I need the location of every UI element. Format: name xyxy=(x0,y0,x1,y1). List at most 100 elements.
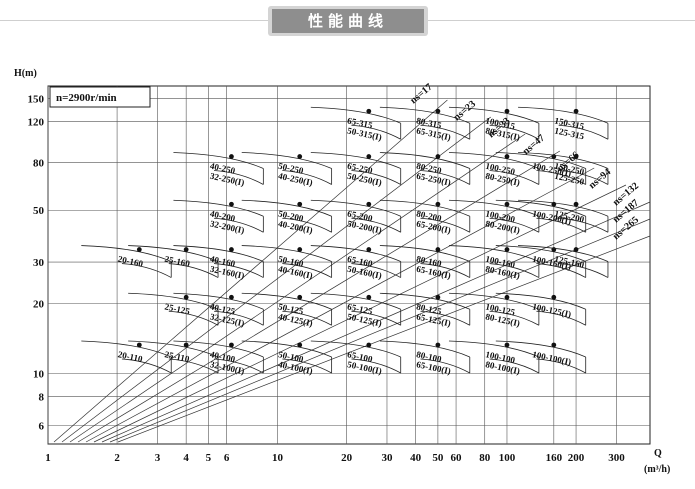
pump-curve xyxy=(310,245,401,278)
bep-dot xyxy=(297,294,303,300)
y-tick-label: 120 xyxy=(28,116,45,128)
x-axis-unit: (m³/h) xyxy=(644,464,670,475)
ns-line xyxy=(77,150,561,443)
pump-curve xyxy=(173,152,264,185)
ns-line xyxy=(109,218,651,443)
pump-curve xyxy=(241,199,332,233)
x-tick-label: 160 xyxy=(546,452,563,464)
bep-dot xyxy=(229,247,234,252)
ns-label: ns=94 xyxy=(587,167,613,192)
pump-curve xyxy=(173,199,264,233)
x-tick-label: 40 xyxy=(410,452,422,464)
pump-label: 65-200(I) xyxy=(415,218,451,235)
y-tick-label: 80 xyxy=(33,158,45,170)
pump-curve xyxy=(495,152,586,185)
bep-dot xyxy=(435,342,441,348)
x-tick-label: 10 xyxy=(272,452,284,464)
pump-label: 80-315(I) xyxy=(485,125,521,142)
speed-label: n=2900r/min xyxy=(56,92,117,104)
pump-curve xyxy=(173,292,264,326)
pump-curve xyxy=(173,245,264,278)
ns-line xyxy=(85,167,595,443)
x-tick-label: 200 xyxy=(568,452,585,464)
bep-dot xyxy=(183,247,189,252)
y-tick-label: 6 xyxy=(39,420,45,432)
ns-label: ns=17 xyxy=(408,82,434,107)
bep-dot xyxy=(136,342,142,348)
bep-dot xyxy=(366,247,372,252)
pump-label: 32-200(I) xyxy=(209,218,245,235)
ns-label: ns=23 xyxy=(452,99,478,124)
x-tick-label: 1 xyxy=(45,452,51,464)
bep-dot xyxy=(297,154,303,159)
bep-dot xyxy=(297,342,303,348)
grid xyxy=(47,85,651,445)
bep-dot xyxy=(504,342,510,348)
pump-curve xyxy=(241,340,332,374)
bep-dot xyxy=(573,247,579,252)
pump-label: 65-250(I) xyxy=(415,171,451,188)
y-tick-label: 150 xyxy=(28,94,45,106)
bep-dot xyxy=(504,108,510,114)
pump-curve xyxy=(518,152,609,185)
pump-label: 32-160(I) xyxy=(209,264,245,281)
bep-dot xyxy=(297,201,303,207)
pump-label: 40-250(I) xyxy=(277,171,313,188)
ns-line xyxy=(69,133,526,443)
x-tick-label: 5 xyxy=(206,452,212,464)
bep-dot xyxy=(504,201,510,207)
pump-curve xyxy=(495,245,586,278)
pump-curve xyxy=(379,106,470,140)
x-tick-label: 4 xyxy=(183,452,189,464)
pump-label: 50-250(I) xyxy=(346,171,382,188)
pump-label: 80-125(I) xyxy=(485,311,521,328)
bep-dot xyxy=(435,294,441,300)
x-tick-label: 6 xyxy=(224,452,230,464)
pump-label: 40-160(I) xyxy=(277,264,313,281)
x-tick-label: 80 xyxy=(479,452,491,464)
bep-dot xyxy=(366,294,372,300)
pump-curve xyxy=(448,340,540,374)
pump-curve xyxy=(241,152,332,185)
bep-dot xyxy=(297,247,303,252)
banner-rule-left xyxy=(0,20,268,21)
pump-curve xyxy=(495,340,586,374)
pump-label: 50-200(I) xyxy=(346,218,382,235)
pump-label: 25-125 xyxy=(164,301,192,316)
bep-dot xyxy=(229,294,234,300)
pump-curve xyxy=(310,106,401,140)
bep-dot xyxy=(229,342,234,348)
pump-label: 50-125(I) xyxy=(346,311,382,328)
bep-dot xyxy=(573,108,579,114)
y-tick-label: 50 xyxy=(33,205,45,217)
pump-curve xyxy=(379,199,470,233)
y-tick-label: 30 xyxy=(33,257,45,269)
pump-label: 40-125(I) xyxy=(277,311,313,328)
bep-dot xyxy=(183,294,189,300)
x-tick-label: 2 xyxy=(114,452,120,464)
pump-label: 65-315(I) xyxy=(415,125,451,142)
pump-curve xyxy=(128,292,219,326)
bep-dot xyxy=(573,201,579,207)
bep-dot xyxy=(504,154,510,159)
y-axis-label: H(m) xyxy=(14,68,37,79)
pump-curve xyxy=(448,106,540,140)
pump-curve xyxy=(310,340,401,374)
x-tick-label: 50 xyxy=(432,452,444,464)
x-tick-label: 20 xyxy=(341,452,353,464)
bep-dot xyxy=(435,108,441,114)
y-tick-label: 20 xyxy=(33,298,45,310)
ns-line xyxy=(61,116,491,443)
bep-dot xyxy=(551,294,557,300)
bep-dot xyxy=(435,247,441,252)
pump-curve xyxy=(448,199,540,233)
bep-dot xyxy=(435,154,441,159)
x-tick-label: 300 xyxy=(608,452,625,464)
x-tick-label: 100 xyxy=(499,452,516,464)
pump-curve xyxy=(379,292,470,326)
pump-curve xyxy=(518,245,609,278)
pump-curve xyxy=(173,340,264,374)
y-tick-label: 10 xyxy=(33,369,45,381)
